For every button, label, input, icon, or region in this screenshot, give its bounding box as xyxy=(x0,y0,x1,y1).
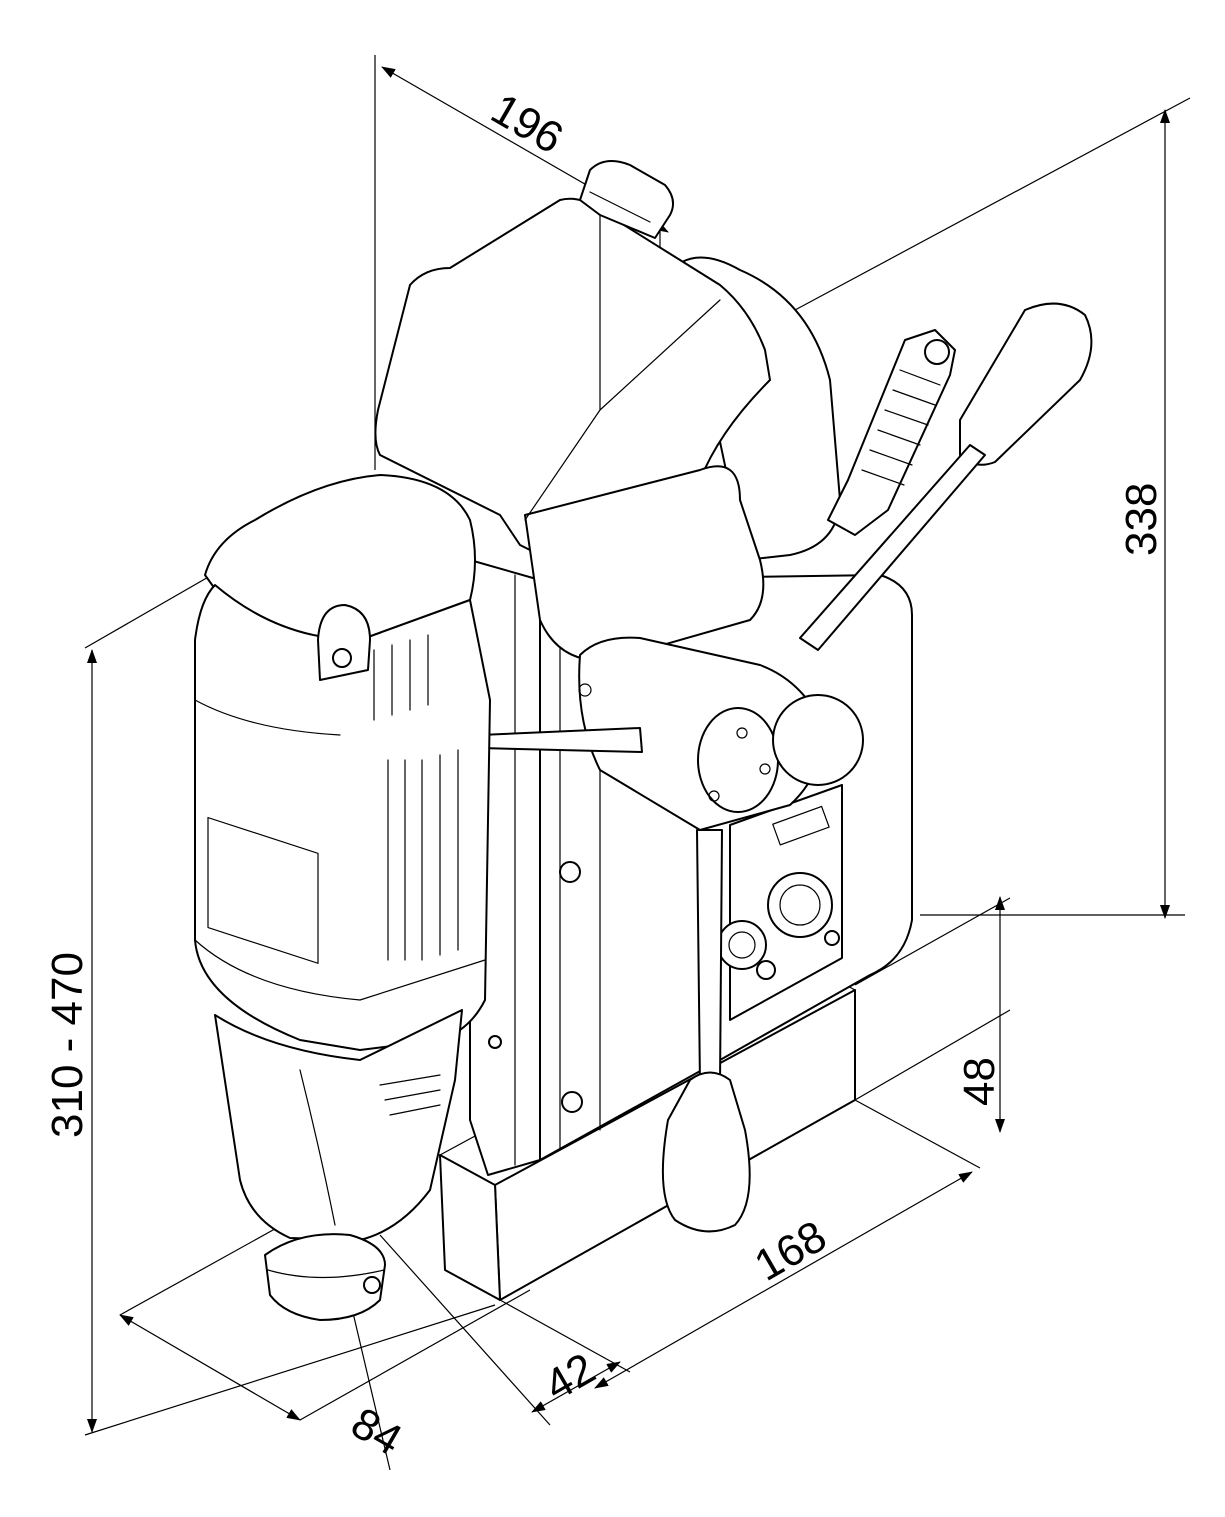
switch-icon xyxy=(767,872,833,938)
dim-48: 48 xyxy=(955,1057,1004,1106)
drill-illustration xyxy=(194,160,1093,1321)
screw-icon xyxy=(332,648,352,668)
bolt-icon xyxy=(561,1091,583,1113)
switch-icon xyxy=(717,920,767,970)
feed-handle-upper xyxy=(799,302,1093,651)
drill-gearbox xyxy=(214,1009,463,1241)
pin-icon xyxy=(488,1035,502,1049)
drill-motor xyxy=(194,474,491,1051)
top-cap xyxy=(579,160,675,239)
dim-168: 168 xyxy=(747,1212,835,1291)
dim-310-470: 310 - 470 xyxy=(43,952,92,1138)
bolt-icon xyxy=(559,861,581,883)
drill-chuck xyxy=(264,1233,386,1321)
dimension-lines xyxy=(84,55,1191,1471)
top-housing xyxy=(374,197,841,662)
dim-84: 84 xyxy=(343,1398,410,1465)
feed-hub xyxy=(578,636,864,831)
control-panel xyxy=(717,784,843,1021)
cable-strain-relief xyxy=(827,329,956,536)
dim-338: 338 xyxy=(1117,483,1166,556)
dim-196: 196 xyxy=(483,84,571,163)
feed-handle-lower xyxy=(661,829,751,1233)
dim-42: 42 xyxy=(537,1344,604,1411)
